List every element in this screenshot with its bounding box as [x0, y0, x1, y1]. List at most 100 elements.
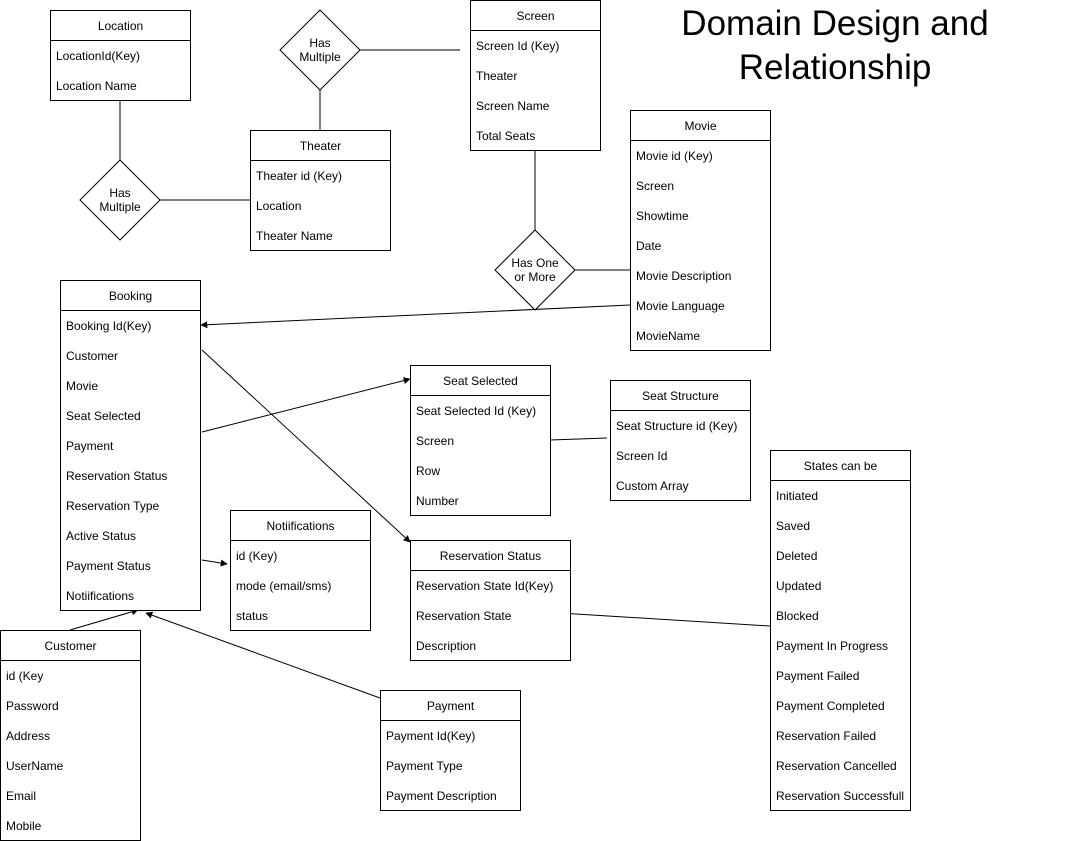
entity-screen[interactable]: Screen Screen Id (Key) Theater Screen Na…: [470, 0, 601, 151]
entity-field: Number: [416, 494, 459, 508]
entity-field: LocationId(Key): [56, 49, 141, 63]
entity-field: Payment Description: [386, 789, 497, 803]
entity-title: Customer: [1, 631, 140, 661]
entity-field: Blocked: [776, 609, 819, 623]
entity-field: Reservation Cancelled: [776, 759, 897, 773]
entity-field: Notiifications: [66, 589, 135, 603]
entity-field: Updated: [776, 579, 822, 593]
entity-field: Email: [6, 789, 37, 803]
entity-customer[interactable]: Customer id (Key Password Address UserNa…: [0, 630, 141, 841]
entity-field: Screen: [636, 179, 675, 193]
entity-field: Payment Status: [66, 559, 151, 573]
entity-title: Payment: [381, 691, 520, 721]
arrow-customer-to-booking: [69, 608, 139, 631]
entity-title: Location: [51, 11, 190, 41]
entity-field: Payment Failed: [776, 669, 860, 683]
entity-title: Seat Structure: [611, 381, 750, 411]
entity-field: Reservation Successfull: [776, 789, 905, 803]
entity-field: Booking Id(Key): [66, 319, 152, 333]
entity-field: Mobile: [6, 819, 42, 833]
entity-field: Payment Id(Key): [386, 729, 476, 743]
entity-field: Initiated: [776, 489, 819, 503]
entity-field: Payment: [66, 439, 114, 453]
entity-title: Seat Selected: [411, 366, 550, 396]
entity-field: Theater id (Key): [256, 169, 343, 183]
entity-title: Notiifications: [231, 511, 370, 541]
entity-seat-structure[interactable]: Seat Structure Seat Structure id (Key) S…: [610, 380, 751, 501]
entity-field: Deleted: [776, 549, 818, 563]
entity-field: Movie Description: [636, 269, 732, 283]
arrow-booking-to-seatselected: [201, 377, 411, 433]
entity-title: Booking: [61, 281, 200, 311]
entity-field: Screen Id (Key): [476, 39, 560, 53]
relationship-label-screen-movie: Has One or More: [497, 250, 573, 290]
entity-field: Seat Selected: [66, 409, 141, 423]
entity-title: States can be: [771, 451, 910, 481]
entity-field: id (Key): [236, 549, 278, 563]
relationship-text: Has Multiple: [299, 36, 341, 64]
entity-field: Location Name: [56, 79, 137, 93]
entity-field: Reservation State: [416, 609, 512, 623]
entity-field: Seat Structure id (Key): [616, 419, 738, 433]
entity-field: Theater Name: [256, 229, 333, 243]
entity-field: Reservation Failed: [776, 729, 877, 743]
connector-seatselected-seatstructure: [549, 437, 608, 441]
entity-field: Showtime: [636, 209, 689, 223]
entity-seat-selected[interactable]: Seat Selected Seat Selected Id (Key) Scr…: [410, 365, 551, 516]
entity-field: Reservation Type: [66, 499, 160, 513]
arrow-movie-to-booking: [200, 304, 631, 329]
entity-field: Payment In Progress: [776, 639, 889, 653]
relationship-diamond-theater-screen: [279, 9, 361, 91]
arrow-booking-to-reservationstatus: [201, 349, 411, 543]
entity-movie[interactable]: Movie Movie id (Key) Screen Showtime Dat…: [630, 110, 771, 351]
entity-field: Password: [6, 699, 59, 713]
entity-field: Movie: [66, 379, 99, 393]
diagram-title: Domain Design and Relationship: [681, 4, 989, 87]
entity-field: Description: [416, 639, 477, 653]
entity-field: Date: [636, 239, 662, 253]
entity-field: Active Status: [66, 529, 137, 543]
entity-field: Screen Id: [616, 449, 668, 463]
relationship-diamond-location-theater: [79, 159, 161, 241]
relationship-text: Has One or More: [511, 256, 559, 284]
entity-field: Screen: [416, 434, 455, 448]
entity-field: Customer: [66, 349, 119, 363]
entity-theater[interactable]: Theater Theater id (Key) Location Theate…: [250, 130, 391, 251]
entity-field: Reservation Status: [66, 469, 168, 483]
entity-states[interactable]: States can be Initiated Saved Deleted Up…: [770, 450, 911, 811]
entity-field: Saved: [776, 519, 811, 533]
entity-reservation-status[interactable]: Reservation Status Reservation State Id(…: [410, 540, 571, 661]
entity-field: Screen Name: [476, 99, 550, 113]
entity-field: Payment Completed: [776, 699, 885, 713]
relationship-label-location-theater: Has Multiple: [82, 180, 158, 220]
entity-title: Theater: [251, 131, 390, 161]
relationship-diamond-screen-movie: [494, 229, 576, 311]
entity-field: mode (email/sms): [236, 579, 332, 593]
entity-field: Payment Type: [386, 759, 463, 773]
entity-payment[interactable]: Payment Payment Id(Key) Payment Type Pay…: [380, 690, 521, 811]
entity-field: id (Key: [6, 669, 44, 683]
entity-field: status: [236, 609, 269, 623]
entity-field: MovieName: [636, 329, 701, 343]
arrow-booking-to-notifications: [201, 559, 228, 567]
entity-field: Row: [416, 464, 441, 478]
relationship-text: Has Multiple: [99, 186, 141, 214]
entity-notifications[interactable]: Notiifications id (Key) mode (email/sms)…: [230, 510, 371, 631]
entity-field: Total Seats: [476, 129, 536, 143]
entity-booking[interactable]: Booking Booking Id(Key) Customer Movie S…: [60, 280, 201, 611]
entity-location[interactable]: Location LocationId(Key) Location Name: [50, 10, 191, 101]
entity-title: Screen: [471, 1, 600, 31]
entity-field: Custom Array: [616, 479, 689, 493]
entity-field: Reservation State Id(Key): [416, 579, 554, 593]
entity-field: Address: [6, 729, 51, 743]
entity-field: Seat Selected Id (Key): [416, 404, 537, 418]
entity-field: UserName: [6, 759, 64, 773]
arrow-payment-to-booking: [145, 611, 381, 699]
entity-field: Location: [256, 199, 302, 213]
relationship-label-theater-screen: Has Multiple: [282, 30, 358, 70]
entity-field: Movie id (Key): [636, 149, 713, 163]
entity-title: Movie: [631, 111, 770, 141]
entity-field: Movie Language: [636, 299, 725, 313]
entity-field: Theater: [476, 69, 518, 83]
